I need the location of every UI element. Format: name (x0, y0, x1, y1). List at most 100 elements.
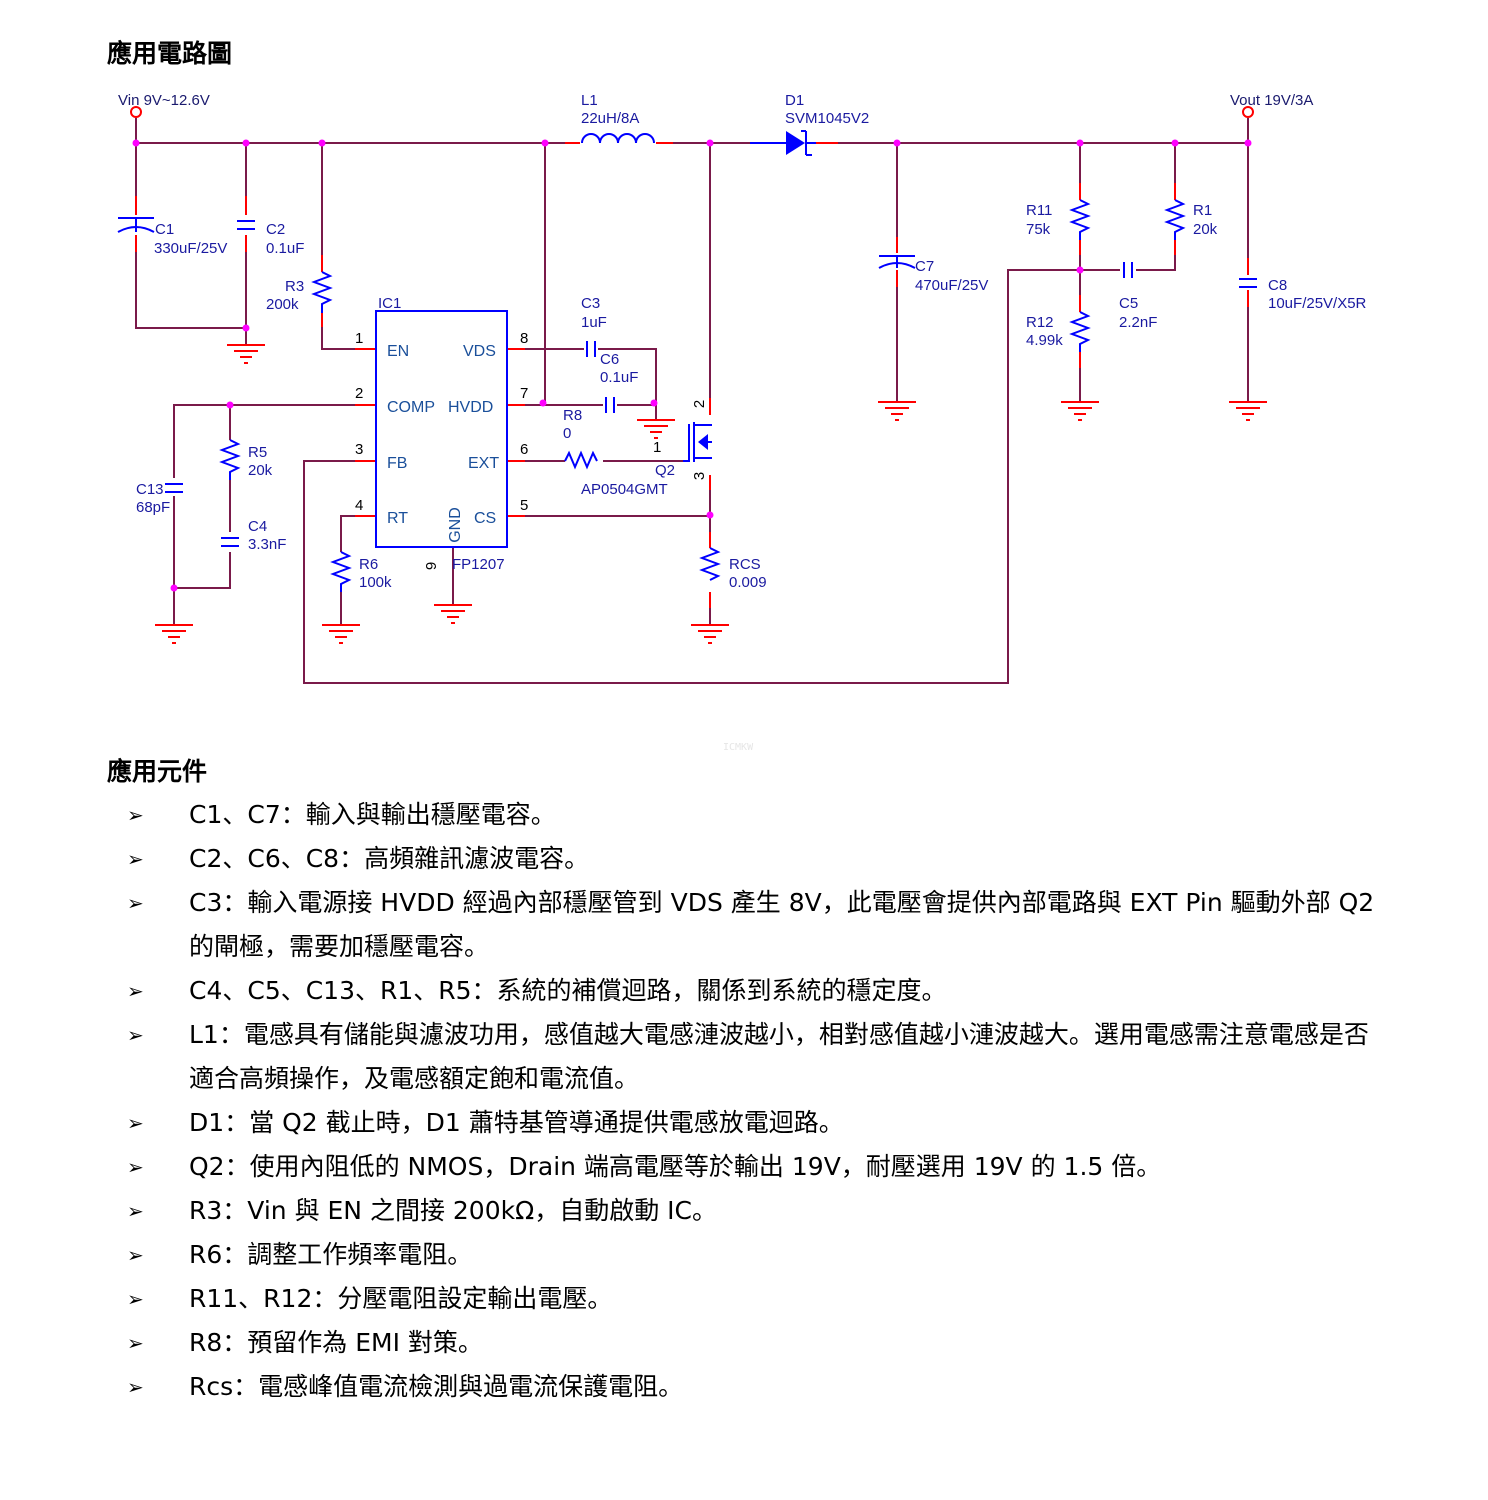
r3-ref: R3 (285, 278, 304, 295)
c5-symbol (1123, 262, 1133, 278)
circuit-section-title: 應用電路圖 (107, 39, 233, 68)
list-item-text: R3：Vin 與 EN 之間接 200kΩ，自動啟動 IC。 (189, 1196, 717, 1225)
arrow-bullet-icon: ➢ (127, 1111, 144, 1135)
pin4-name: RT (387, 510, 408, 527)
boost-converter-schematic: Vin 9V~12.6V Vout 19V/3A C1 330uF/25V C2… (117, 92, 1367, 684)
list-item: ➢C2、C6、C8：高頻雜訊濾波電容。 (0, 837, 1488, 881)
r8-value: 0 (563, 425, 571, 442)
c8-value: 10uF/25V/X5R (1268, 295, 1367, 312)
ic1-part: FP1207 (452, 556, 505, 573)
r5-symbol (219, 439, 241, 480)
q2-gate-pin: 1 (653, 439, 661, 456)
ground-symbols (155, 344, 1267, 644)
l1-symbol (581, 133, 655, 144)
q2-symbol (683, 422, 712, 462)
ground-icon (691, 624, 729, 644)
arrow-bullet-icon: ➢ (127, 1287, 144, 1311)
c2-value: 0.1uF (266, 240, 304, 257)
arrow-bullet-icon: ➢ (127, 1243, 144, 1267)
c2-symbol (237, 220, 255, 230)
rcs-symbol (699, 547, 721, 581)
arrow-bullet-icon: ➢ (127, 847, 144, 871)
pin9-num: 9 (423, 562, 440, 570)
r3-en-wire (321, 143, 376, 350)
list-item-text: Q2：使用內阻低的 NMOS，Drain 端高電壓等於輸出 19V，耐壓選用 1… (189, 1152, 1162, 1181)
list-item-text: R6：調整工作頻率電阻。 (189, 1240, 473, 1269)
pin3-name: FB (387, 455, 407, 472)
c7-value: 470uF/25V (915, 277, 988, 294)
r5-value: 20k (248, 462, 273, 479)
list-item: ➢C3：輸入電源接 HVDD 經過內部穩壓管到 VDS 產生 8V，此電壓會提供… (0, 881, 1488, 969)
c6-value: 0.1uF (600, 369, 638, 386)
q2-ref: Q2 (655, 462, 675, 479)
c3-ref: C3 (581, 295, 600, 312)
pin2-name: COMP (387, 399, 435, 416)
c3-value: 1uF (581, 314, 607, 331)
list-item-text: R11、R12：分壓電阻設定輸出電壓。 (189, 1284, 613, 1313)
rcs-ref: RCS (729, 556, 761, 573)
rcs-value: 0.009 (729, 574, 767, 591)
pin5-num: 5 (520, 497, 528, 514)
r12-ref: R12 (1026, 314, 1054, 331)
list-item-text: C1、C7：輸入與輸出穩壓電容。 (189, 800, 556, 829)
pin5-name: CS (474, 510, 496, 527)
pin-leads (135, 142, 1249, 608)
r8-symbol (564, 450, 598, 470)
ground-icon (434, 604, 472, 624)
pin4-num: 4 (355, 497, 363, 514)
c4-symbol (221, 537, 239, 547)
arrow-bullet-icon: ➢ (127, 979, 144, 1003)
component-description-list: ➢ C1、C7：輸入與輸出穩壓電容。 ➢C2、C6、C8：高頻雜訊濾波電容。➢C3：… (0, 793, 1488, 1409)
c4-ref: C4 (248, 518, 267, 535)
pin3-num: 3 (355, 441, 363, 458)
r12-value: 4.99k (1026, 332, 1063, 349)
list-item: ➢ C4、C5、C13、R1、R5：系統的補償迴路，關係到系統的穩定度。 (0, 969, 1488, 1013)
r5-ref: R5 (248, 444, 267, 461)
q2-body-diode-arrow (698, 434, 708, 450)
c8-ref: C8 (1268, 277, 1287, 294)
list-item-text: Rcs：電感峰值電流檢測與過電流保護電阻。 (189, 1372, 684, 1401)
ground-icon (227, 344, 265, 364)
arrow-bullet-icon: ➢ (127, 1331, 144, 1355)
c6-ref: C6 (600, 351, 619, 368)
pin8-num: 8 (520, 330, 528, 347)
c13-value: 68pF (136, 499, 170, 516)
q2-drain-pin: 2 (691, 400, 708, 408)
pin8-name: VDS (463, 343, 496, 360)
list-item-text: D1：當 Q2 截止時，D1 蕭特基管導通提供電感放電迴路。 (189, 1108, 844, 1137)
r11-ref: R11 (1026, 202, 1052, 219)
c13-symbol (165, 483, 183, 493)
ic1-body (375, 310, 508, 548)
list-item: ➢Rcs：電感峰值電流檢測與過電流保護電阻。 (0, 1365, 1488, 1409)
c5-value: 2.2nF (1119, 314, 1157, 331)
pin7-name: HVDD (448, 399, 493, 416)
c4-value: 3.3nF (248, 536, 286, 553)
ground-icon (155, 624, 193, 644)
parts-section-title: 應用元件 (107, 757, 208, 786)
pin6-num: 6 (520, 441, 528, 458)
pin1-num: 1 (355, 330, 363, 347)
d1-value: SVM1045V2 (785, 110, 869, 127)
comp-network-wires (173, 404, 376, 625)
vin-terminal-icon (130, 106, 142, 118)
list-item-text: L1：電感具有儲能與濾波功用，感值越大電感漣波越小，相對感值越小漣波越大。選用電… (189, 1020, 1369, 1093)
vin-label: Vin 9V~12.6V (118, 92, 210, 109)
list-item: ➢R8：預留作為 EMI 對策。 (0, 1321, 1488, 1365)
r1-value: 20k (1193, 221, 1218, 238)
ground-icon (1061, 401, 1099, 421)
c13-ref: C13 (136, 481, 164, 498)
r11-symbol (1069, 199, 1091, 240)
d1-symbol (786, 131, 805, 155)
list-item-text: C4、C5、C13、R1、R5：系統的補償迴路，關係到系統的穩定度。 (189, 976, 947, 1005)
r3-value: 200k (266, 296, 299, 313)
list-item: ➢ R11、R12：分壓電阻設定輸出電壓。 (0, 1277, 1488, 1321)
list-item: ➢ D1：當 Q2 截止時，D1 蕭特基管導通提供電感放電迴路。 (0, 1101, 1488, 1145)
terminals (130, 106, 1254, 118)
pin6-name: EXT (468, 455, 499, 472)
ic1-ref: IC1 (378, 295, 401, 312)
c1-value: 330uF/25V (154, 240, 227, 257)
r1-ref: R1 (1193, 202, 1212, 219)
ground-icon (322, 624, 360, 644)
c8-symbol (1239, 278, 1257, 288)
ground-icon (637, 419, 675, 439)
